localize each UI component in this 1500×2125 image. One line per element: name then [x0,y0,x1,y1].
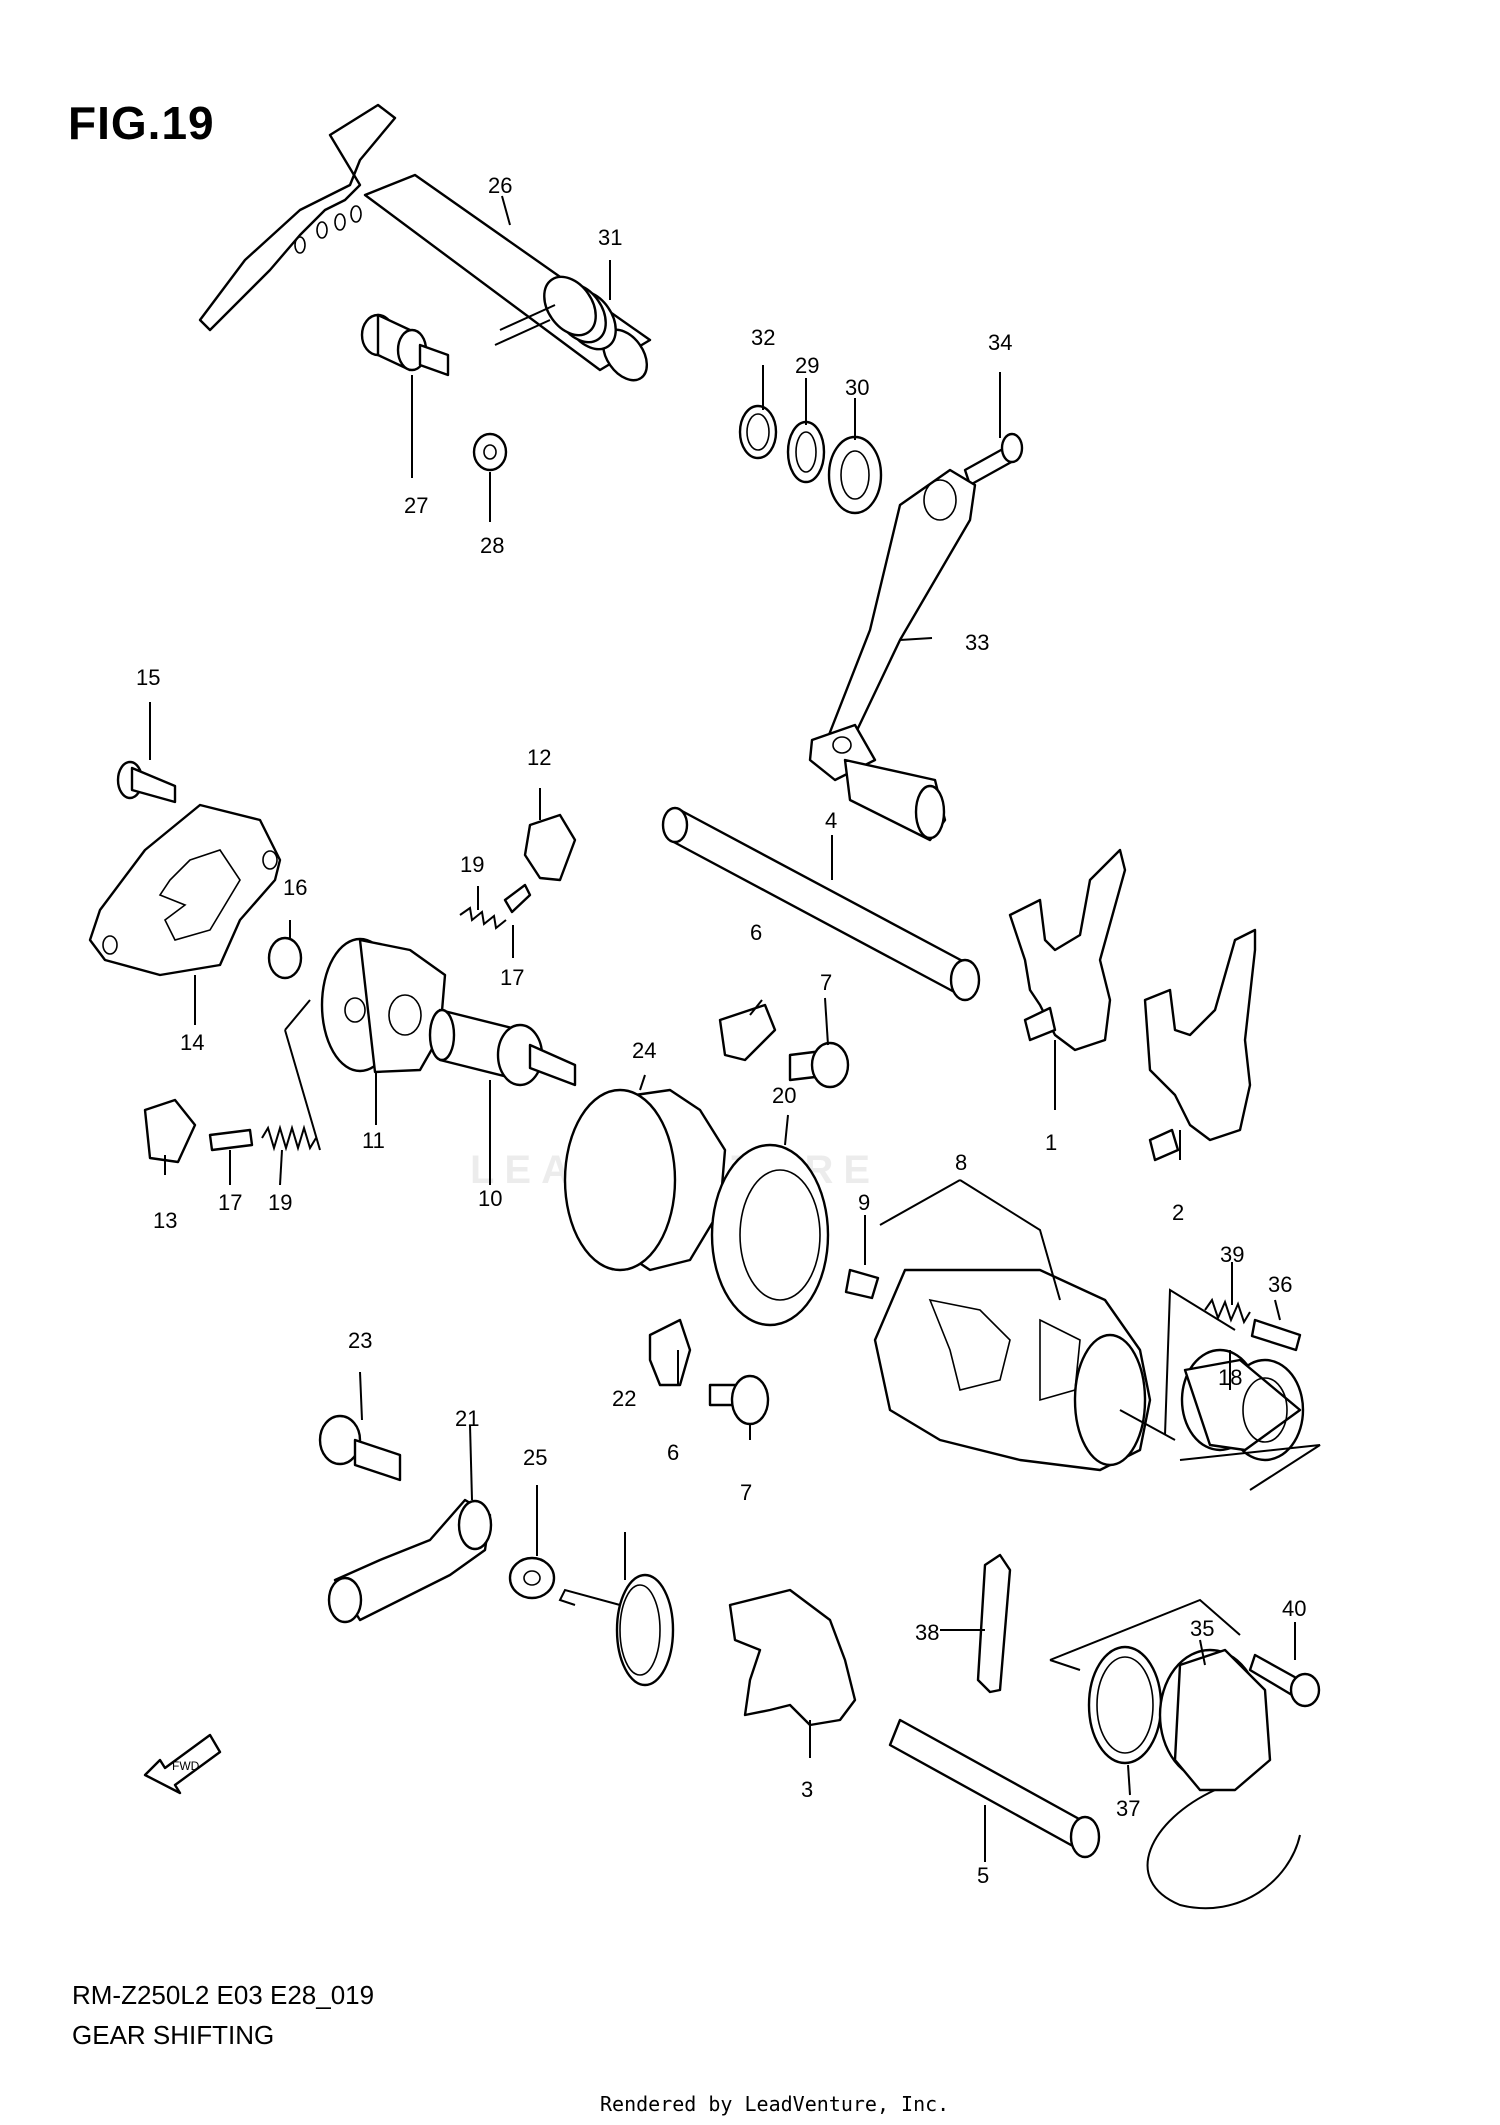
part-21-cam-stopper [327,1498,493,1624]
part-22-stopper-spring [558,1573,675,1687]
callout-18: 18 [1218,1365,1242,1390]
part-6-retainer-upper [718,1003,777,1062]
part-19-spring-lower [261,1124,317,1152]
callout-19-lower: 19 [268,1190,292,1215]
part-7-screw-lower [708,1374,770,1426]
callout-34: 34 [988,330,1012,355]
callout-28: 28 [480,533,504,558]
part-34-bolt [963,432,1024,487]
callout-2: 2 [1172,1200,1184,1225]
part-29-washer [786,420,826,484]
callout-16: 16 [283,875,307,900]
callout-labels: 1 2 3 4 5 6 6 7 7 8 9 10 11 12 13 14 15 … [136,173,1306,1888]
leader-lines [149,195,1321,1862]
part-39-spring [1204,1297,1251,1325]
part-25-washer [508,1556,556,1600]
part-12-pawl [523,813,577,882]
callout-25: 25 [523,1445,547,1470]
callout-20: 20 [772,1083,796,1108]
model-code-label: RM-Z250L2 E03 E28_019 [72,1980,375,2010]
callout-6-lower: 6 [667,1440,679,1465]
callout-22: 22 [612,1386,636,1411]
callout-24: 24 [632,1038,656,1063]
fwd-arrow-icon: FWD [143,1733,222,1795]
callout-8: 8 [955,1150,967,1175]
callout-9: 9 [858,1190,870,1215]
callout-13: 13 [153,1208,177,1233]
callout-1: 1 [1045,1130,1057,1155]
callout-40: 40 [1282,1596,1306,1621]
part-8-shift-drum [873,1268,1176,1472]
callout-39: 39 [1220,1242,1244,1267]
callout-37: 37 [1116,1796,1140,1821]
callout-12: 12 [527,745,551,770]
part-24-cam-plate [563,1088,727,1272]
callout-30: 30 [845,375,869,400]
part-33-gearshift-lever [808,468,977,842]
part-38-cable-guide [976,1553,1012,1694]
callout-10: 10 [478,1186,502,1211]
callout-35: 35 [1190,1616,1214,1641]
part-23-bolt [318,1414,402,1482]
part-6-retainer-lower [648,1318,692,1387]
part-36-pin [1250,1318,1302,1352]
part-26-shift-shaft [198,103,652,382]
callout-29: 29 [795,353,819,378]
part-5-fork-shaft [888,1718,1101,1859]
part-35-gear-position-switch [1146,1648,1301,1910]
callout-21: 21 [455,1406,479,1431]
callout-26: 26 [488,173,512,198]
callout-17-lower: 17 [218,1190,242,1215]
callout-11: 11 [362,1128,385,1153]
part-37-o-ring [1087,1645,1163,1765]
part-20-bearing [710,1143,830,1327]
callout-27: 27 [404,493,428,518]
part-17-pin-upper [503,883,532,914]
callout-33: 33 [965,630,989,655]
callout-14: 14 [180,1030,204,1055]
part-4-fork-shaft [661,806,981,1002]
callout-5: 5 [977,1863,989,1888]
figure-title: FIG.19 [68,97,215,149]
callout-23: 23 [348,1328,372,1353]
part-3-shift-fork [728,1588,857,1727]
part-15-screw [116,760,177,804]
part-2-shift-fork [1143,928,1257,1142]
callout-7-lower: 7 [740,1480,752,1505]
part-27-pin-bolt [360,313,450,377]
part-1-shift-fork [1008,848,1127,1052]
callout-36: 36 [1268,1272,1292,1297]
part-14-stopper-plate [88,803,282,977]
part-30-oil-seal [827,435,883,515]
part-19-spring-upper [459,906,507,930]
part-13-pawl [143,1098,197,1164]
part-32-circlip [738,404,778,460]
part-10-cam-bolt [428,1008,577,1087]
part-28-washer [472,432,508,472]
callout-31: 31 [598,225,622,250]
part-7-screw-upper [788,1041,850,1089]
callout-4: 4 [825,808,837,833]
callout-3: 3 [801,1777,813,1802]
part-40-bolt [1248,1653,1321,1708]
callout-38: 38 [915,1620,939,1645]
callout-32: 32 [751,325,775,350]
svg-text:FWD: FWD [172,1759,200,1773]
part-18-needle-bearing [1180,1348,1305,1462]
callout-15: 15 [136,665,160,690]
part-11-cam-driven-gear [320,937,447,1074]
callout-7-upper: 7 [820,970,832,995]
callout-17-upper: 17 [500,965,524,990]
callout-6-upper: 6 [750,920,762,945]
part-9-pin [844,1268,880,1300]
part-17-pin-lower [208,1128,254,1152]
render-credit: Rendered by LeadVenture, Inc. [600,2092,950,2116]
diagram-caption: GEAR SHIFTING [72,2020,275,2050]
part-16-washer [267,936,303,980]
callout-19-upper: 19 [460,852,484,877]
